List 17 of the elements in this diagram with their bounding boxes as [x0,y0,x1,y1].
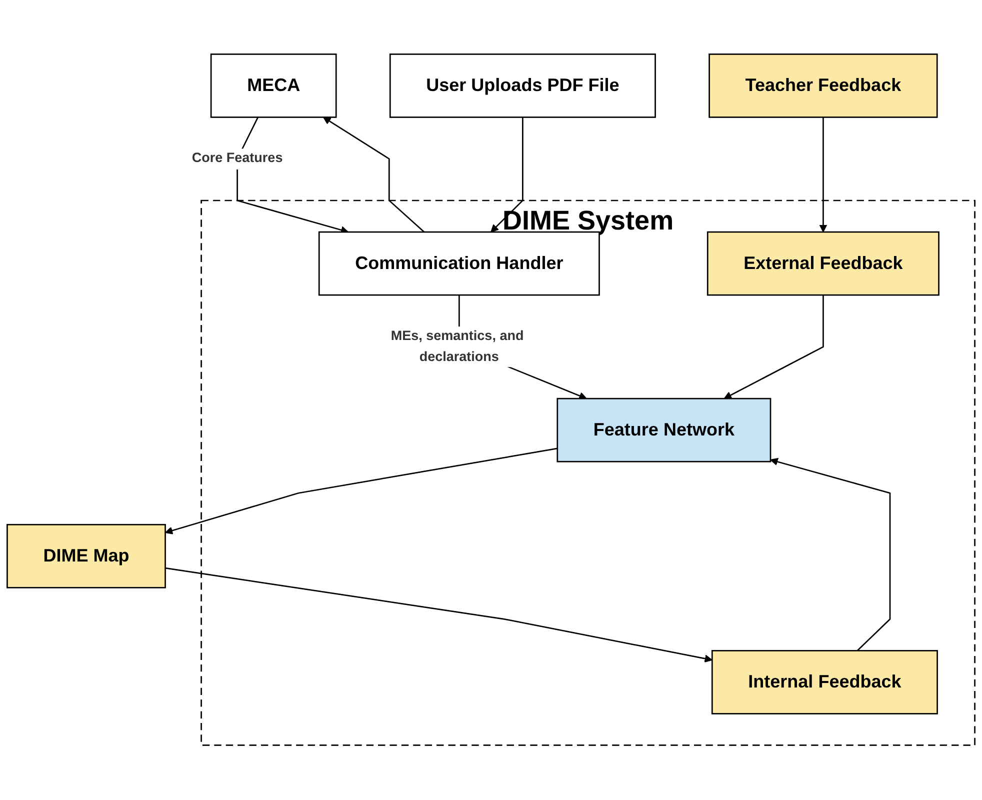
node-box: DIME Map [6,524,166,589]
arrow [323,117,425,233]
node-box: Teacher Feedback [708,54,938,118]
node-box: Feature Network [556,398,772,463]
edge-label: Core Features [192,150,283,166]
arrow [164,448,558,535]
node-box: User Uploads PDF File [389,54,656,118]
node-box: MECA [210,54,337,118]
node-box: External Feedback [706,232,940,296]
arrow [165,568,712,663]
node-box: Internal Feedback [711,650,938,715]
arrow [819,118,828,233]
node-box: Communication Handler [318,232,600,296]
arrow [490,118,524,233]
arrow [770,458,891,652]
arrow [724,295,824,400]
edge-label: MEs, semantics, and declarations [390,328,524,364]
